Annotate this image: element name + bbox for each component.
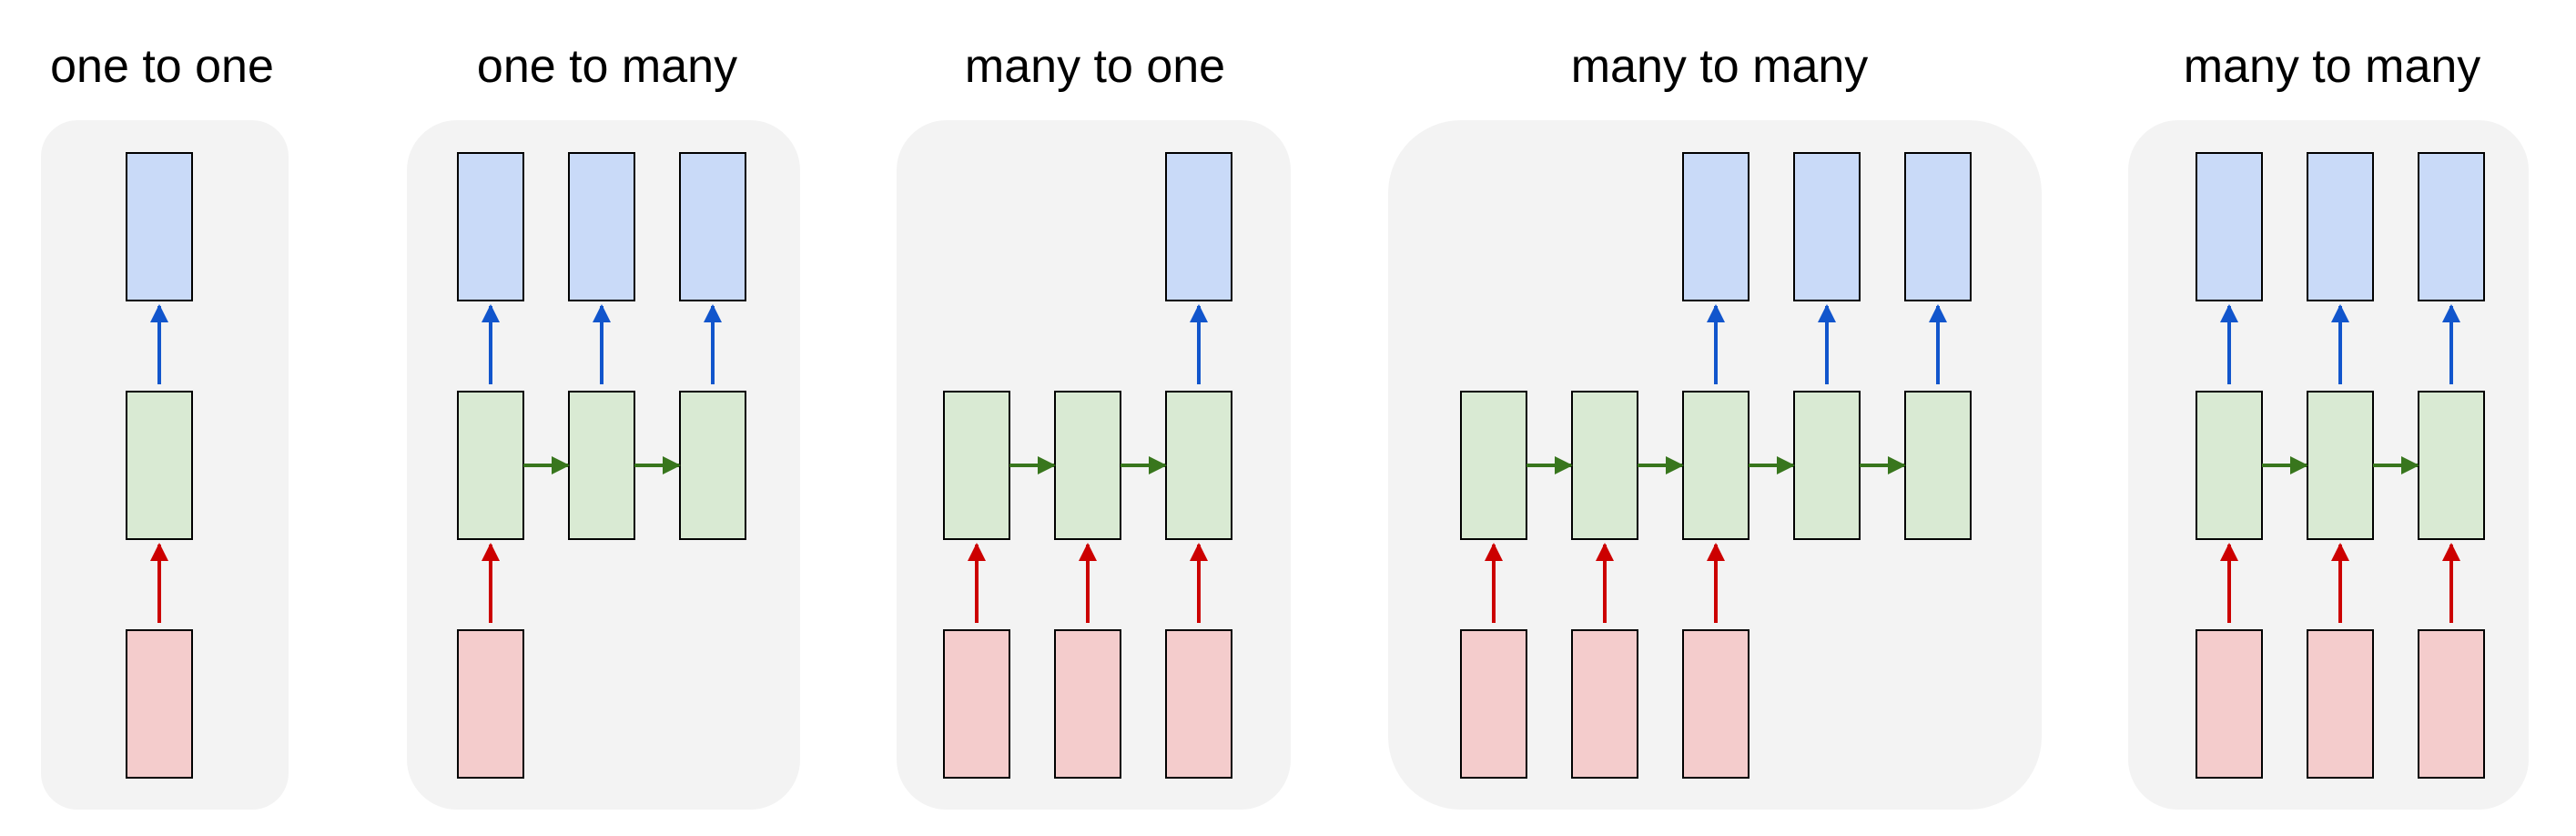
output-box [568,152,635,301]
output-box [1165,152,1232,301]
input-box [1460,629,1527,779]
hidden-state-box [568,391,635,540]
hidden-state-box [1165,391,1232,540]
output-box [2196,152,2263,301]
panel-title: many to many [1571,40,1869,93]
hidden-state-box [1682,391,1749,540]
panel-title: one to many [477,40,737,93]
output-box [2418,152,2485,301]
panel-title: many to many [2184,40,2481,93]
hidden-state-box [679,391,746,540]
panel-title: one to one [50,40,274,93]
input-box [2418,629,2485,779]
hidden-state-box [126,391,193,540]
input-box [943,629,1010,779]
panel-many-to-many-synced: many to many [2128,40,2529,810]
output-box [457,152,524,301]
output-box [2307,152,2374,301]
input-box [126,629,193,779]
input-box [1165,629,1232,779]
panel-one-to-one: one to one [41,40,289,810]
output-box [126,152,193,301]
input-box [2307,629,2374,779]
hidden-state-box [1054,391,1121,540]
output-box [1904,152,1972,301]
hidden-state-box [1460,391,1527,540]
hidden-state-box [2196,391,2263,540]
hidden-state-box [943,391,1010,540]
output-box [679,152,746,301]
panel-one-to-many: one to many [407,40,800,810]
hidden-state-box [2307,391,2374,540]
hidden-state-box [1904,391,1972,540]
input-box [2196,629,2263,779]
panel-title: many to one [965,40,1225,93]
input-box [1571,629,1638,779]
hidden-state-box [1793,391,1861,540]
hidden-state-box [457,391,524,540]
hidden-state-box [2418,391,2485,540]
panel-many-to-one: many to one [897,40,1291,810]
input-box [1682,629,1749,779]
panel-many-to-many-delayed: many to many [1388,40,2042,810]
input-box [457,629,524,779]
input-box [1054,629,1121,779]
output-box [1682,152,1749,301]
output-box [1793,152,1861,301]
hidden-state-box [1571,391,1638,540]
